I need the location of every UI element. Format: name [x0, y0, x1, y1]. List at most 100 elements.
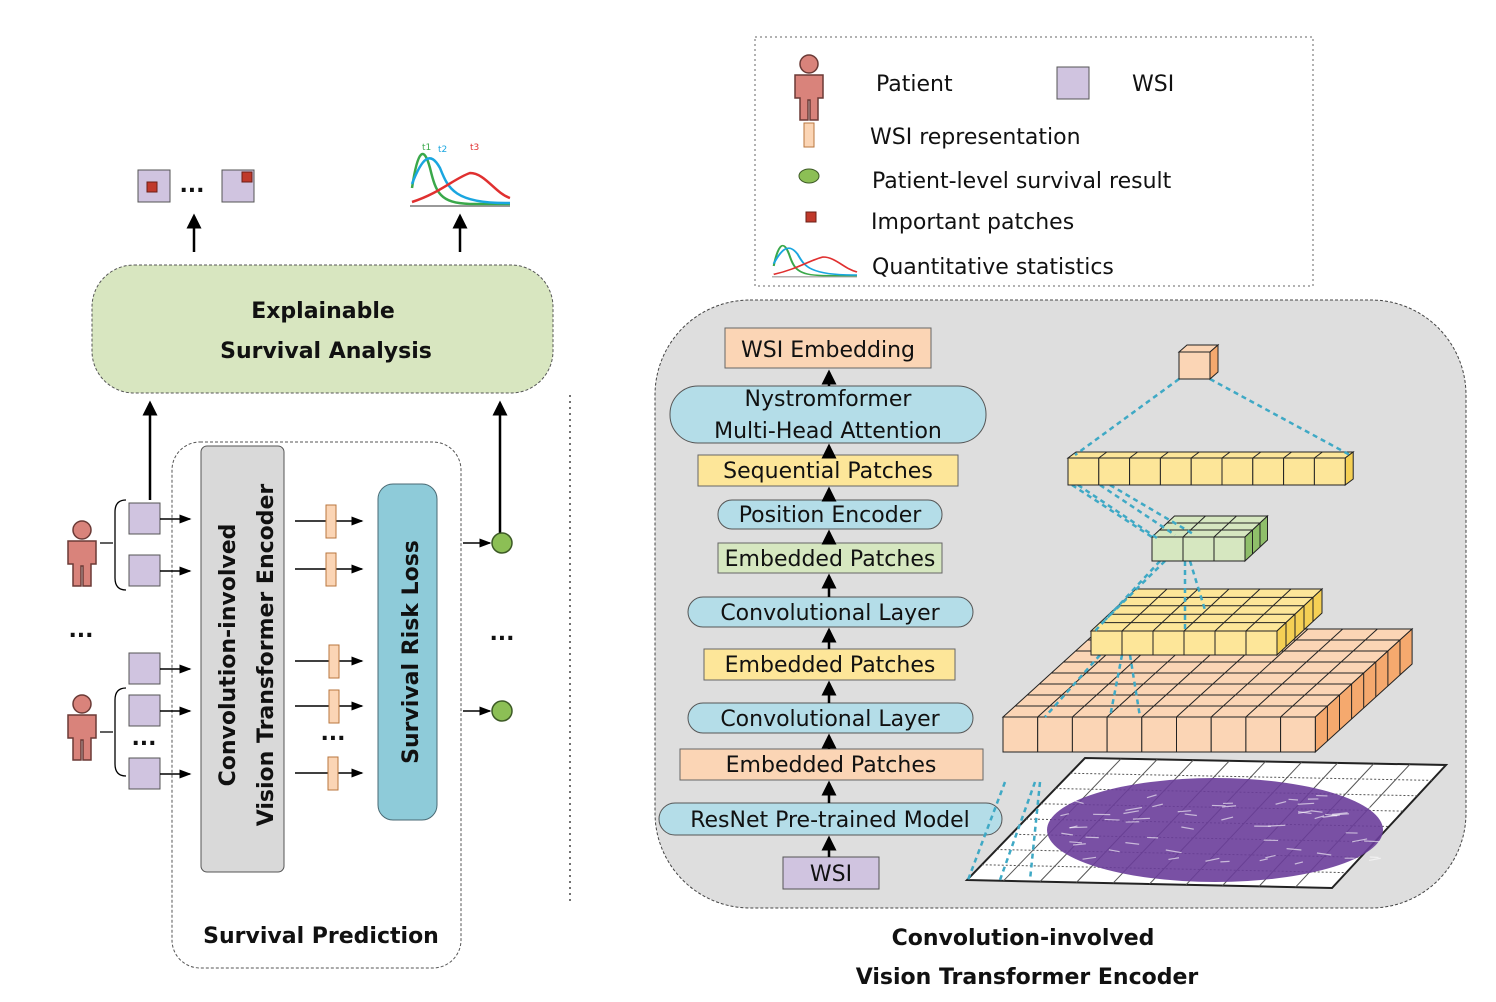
cell [1284, 458, 1315, 485]
wsi-square-icon [129, 503, 160, 534]
cell [1142, 717, 1177, 752]
legend-label: Important patches [871, 210, 1074, 235]
curve-label-t1: t1 [422, 143, 431, 153]
curve-label-t3: t3 [470, 143, 479, 153]
tissue-texture [1289, 799, 1298, 800]
survival-result-icon [492, 533, 512, 553]
cell [1160, 458, 1191, 485]
encoder-stack: WSI Embedding Nystromformer Multi-Head A… [659, 328, 1002, 889]
stack-label: ResNet Pre-trained Model [690, 808, 970, 833]
survival-prediction-label: Survival Prediction [203, 924, 439, 949]
bracket [100, 688, 126, 776]
tissue [1047, 778, 1383, 882]
cell [1099, 458, 1130, 485]
wsi-square-icon [129, 555, 160, 586]
legend-label: Patient-level survival result [872, 169, 1172, 194]
cell [1215, 631, 1246, 655]
loss-label: Survival Risk Loss [399, 540, 424, 764]
cell [1153, 631, 1184, 655]
wsi-representations [295, 505, 362, 790]
stack-label: Position Encoder [739, 503, 923, 528]
panel-caption: Convolution-involved [892, 926, 1155, 951]
stack-label: Convolutional Layer [720, 707, 940, 732]
stack-label: WSI [810, 862, 852, 887]
legend: Patient WSI WSI representation Patient-l… [755, 37, 1313, 286]
tissue-texture [1133, 818, 1150, 819]
wsi-representation-icon [326, 553, 336, 586]
cell [1191, 458, 1222, 485]
ellipsis: ... [489, 621, 514, 646]
cell [1214, 537, 1245, 561]
panel-caption: Vision Transformer Encoder [856, 965, 1199, 990]
explainable-survival-analysis-box: Explainable Survival Analysis [92, 265, 553, 393]
ellipsis: ... [320, 721, 345, 746]
cell [1038, 717, 1073, 752]
wsi-square-icon [129, 653, 160, 684]
stack-label: Embedded Patches [725, 547, 936, 572]
stack-label: Convolutional Layer [720, 601, 940, 626]
cell [1246, 717, 1281, 752]
legend-label: Patient [876, 72, 953, 97]
cell [1222, 458, 1253, 485]
cell [1184, 631, 1215, 655]
tissue-texture [1220, 861, 1229, 862]
explainable-title: Survival Analysis [220, 339, 432, 364]
stack-label: Nystromformer [745, 387, 913, 412]
survival-result-icon [799, 169, 819, 183]
block-side [1345, 452, 1353, 485]
survival-risk-loss-block: Survival Risk Loss [378, 484, 437, 820]
curves-icon: t1 t2 t3 [410, 143, 510, 206]
encoder-block: Convolution-involved Vision Transformer … [201, 446, 284, 872]
cell [1183, 537, 1214, 561]
cell [1130, 458, 1161, 485]
wsi-representation-icon [328, 757, 338, 790]
tissue-texture [1364, 841, 1380, 842]
cell [1246, 631, 1277, 655]
wsi-representation-icon [329, 645, 339, 678]
wsi-square-icon [1057, 67, 1089, 99]
stack-label: Sequential Patches [723, 459, 933, 484]
stack-label: Embedded Patches [726, 753, 937, 778]
encoder-label: Vision Transformer Encoder [254, 484, 279, 827]
wsi-representation-icon [326, 505, 336, 538]
cell [1122, 631, 1153, 655]
cell [1091, 631, 1122, 655]
cell [1314, 458, 1345, 485]
cell [1003, 717, 1038, 752]
tissue-texture [1105, 819, 1120, 820]
important-patch-icon [242, 172, 252, 182]
cell [1107, 717, 1142, 752]
patient-icon [68, 695, 96, 760]
bracket [100, 500, 126, 590]
top-outputs: ... t1 t2 t3 [138, 143, 510, 252]
cell [1152, 537, 1183, 561]
cell [1211, 717, 1246, 752]
legend-label: WSI representation [870, 125, 1081, 150]
cell [1281, 717, 1316, 752]
explainable-title: Explainable [251, 299, 395, 324]
stack-label: Embedded Patches [725, 653, 936, 678]
stack-label: Multi-Head Attention [714, 419, 942, 444]
ellipsis: ... [179, 173, 204, 198]
ellipsis: ... [131, 726, 156, 751]
curve-label-t2: t2 [438, 145, 447, 155]
patient-icon [68, 521, 96, 586]
legend-label: Quantitative statistics [872, 255, 1114, 280]
stack-label: WSI Embedding [741, 338, 915, 363]
wsi-representation-icon [329, 690, 339, 723]
survival-result-icon [492, 701, 512, 721]
cell [1253, 458, 1284, 485]
wsi-representation-icon [804, 123, 814, 147]
legend-label: WSI [1132, 72, 1174, 97]
important-patch-icon [147, 182, 157, 192]
wsi-square-icon [129, 695, 160, 726]
cell [1179, 352, 1210, 379]
ellipsis: ... [68, 618, 93, 643]
cell [1177, 717, 1212, 752]
wsi-square-icon [129, 758, 160, 789]
cell [1068, 458, 1099, 485]
cell [1072, 717, 1107, 752]
important-patch-icon [806, 212, 816, 222]
block-top [1068, 452, 1353, 458]
